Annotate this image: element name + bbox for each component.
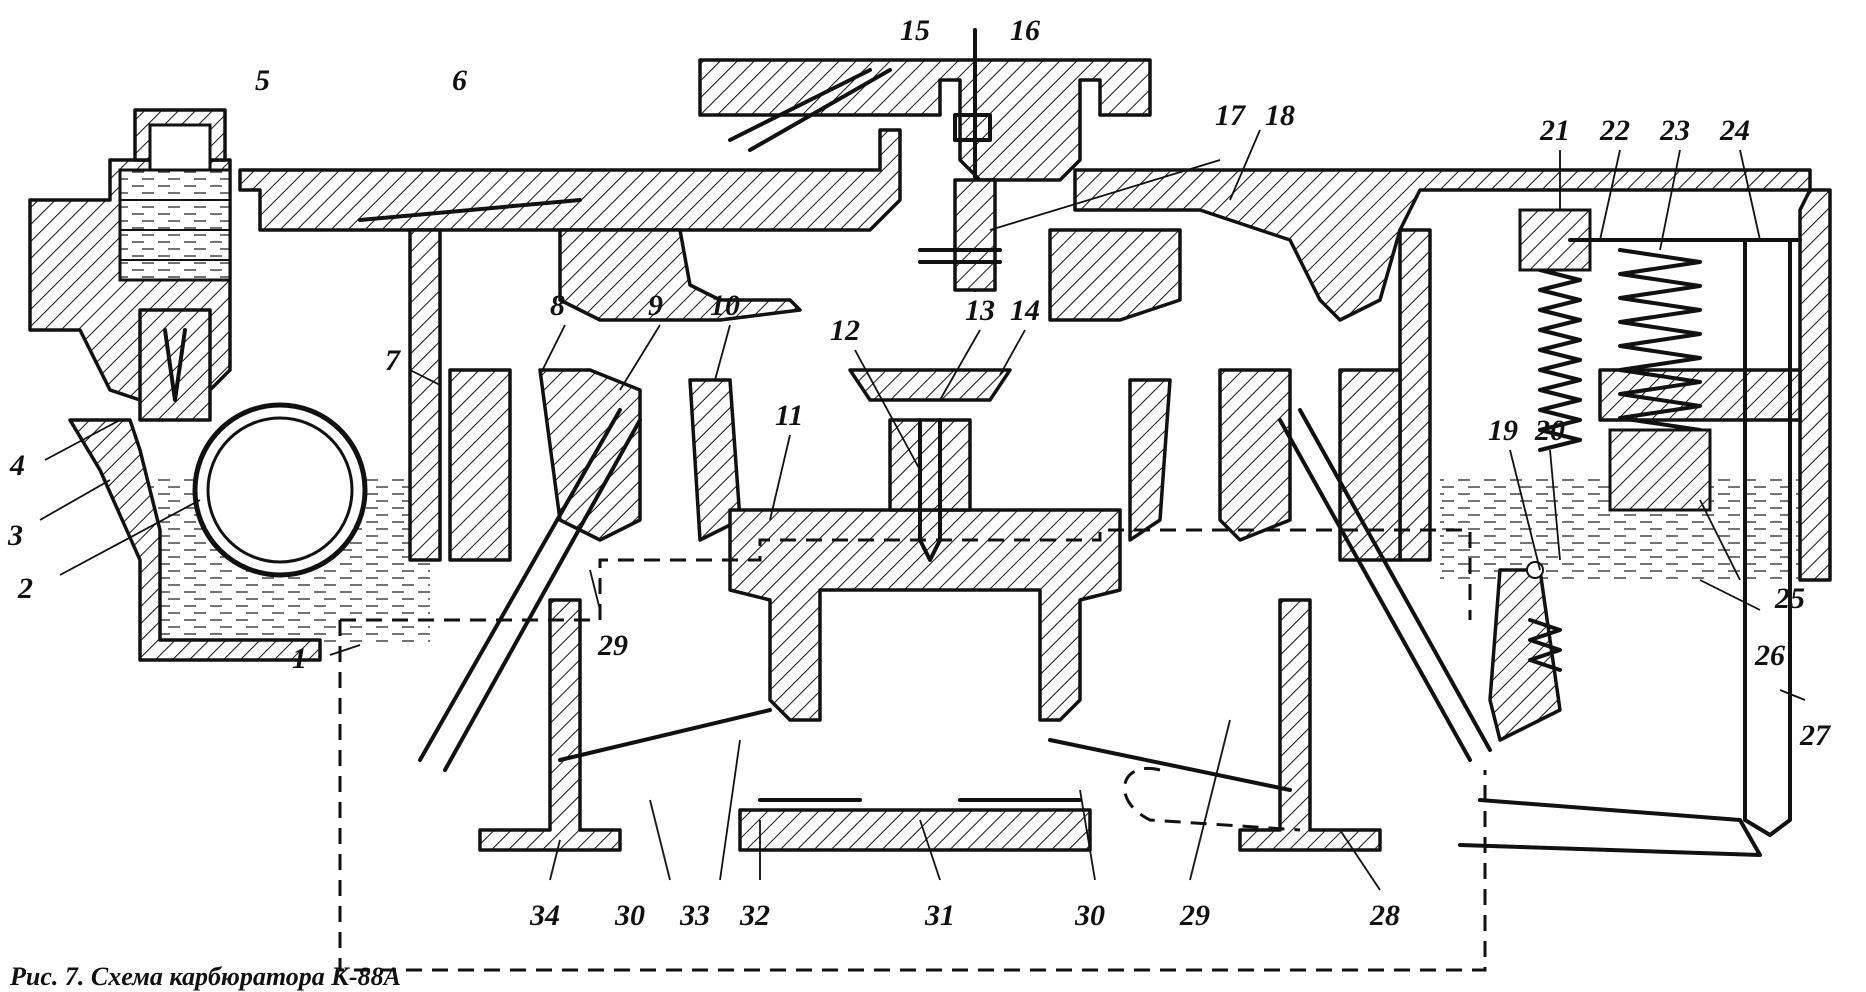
label-9: 9 [648, 289, 663, 322]
label-23: 23 [1659, 114, 1690, 147]
label-2: 2 [17, 572, 33, 605]
label-15: 15 [900, 14, 930, 47]
float [192, 402, 368, 578]
label-31: 31 [924, 899, 955, 932]
label-33: 33 [679, 899, 710, 932]
diagonal-channels [358, 68, 1492, 772]
venturi-left [448, 368, 742, 562]
label-13: 13 [965, 294, 995, 327]
label-12: 12 [830, 314, 860, 347]
central-body [728, 368, 1122, 722]
venturi-right [1128, 368, 1402, 562]
label-20: 20 [1534, 414, 1565, 447]
label-3: 3 [7, 519, 23, 552]
label-4: 4 [9, 449, 25, 482]
fuel-filter [118, 123, 232, 282]
dashed-channel [338, 528, 1487, 972]
label-17: 17 [1215, 99, 1246, 132]
label-29-left: 29 [597, 629, 628, 662]
part-labels: 1 2 3 4 5 6 7 8 9 10 11 12 13 14 15 16 1… [7, 14, 1831, 932]
label-26: 26 [1754, 639, 1785, 672]
label-22: 22 [1599, 114, 1630, 147]
figure-caption: Рис. 7. Схема карбюратора К-88А [9, 962, 401, 991]
label-16: 16 [1010, 14, 1040, 47]
label-32: 32 [739, 899, 770, 932]
throttle-body [478, 598, 1382, 852]
label-1: 1 [292, 642, 307, 675]
label-28: 28 [1369, 899, 1400, 932]
label-24: 24 [1719, 114, 1750, 147]
carburetor-body [28, 58, 1832, 662]
label-10: 10 [710, 289, 740, 322]
label-25: 25 [1774, 582, 1805, 615]
label-6: 6 [452, 64, 467, 97]
label-27: 27 [1799, 719, 1831, 752]
label-7: 7 [385, 344, 401, 377]
label-11: 11 [775, 399, 803, 432]
needle-valve-left [138, 308, 212, 422]
label-19: 19 [1488, 414, 1518, 447]
label-30-right: 30 [1074, 899, 1105, 932]
accelerator-rod [1458, 238, 1802, 857]
label-34: 34 [529, 899, 560, 932]
label-5: 5 [255, 64, 270, 97]
label-29-right: 29 [1179, 899, 1210, 932]
spring-23 [1608, 248, 1712, 512]
label-21: 21 [1539, 114, 1570, 147]
label-18: 18 [1265, 99, 1295, 132]
acceleration-pump [1488, 561, 1562, 742]
label-30-left: 30 [614, 899, 645, 932]
choke-shaft [918, 28, 1002, 292]
leader-lines [39, 129, 1806, 891]
label-8: 8 [550, 289, 565, 322]
label-14: 14 [1010, 294, 1040, 327]
